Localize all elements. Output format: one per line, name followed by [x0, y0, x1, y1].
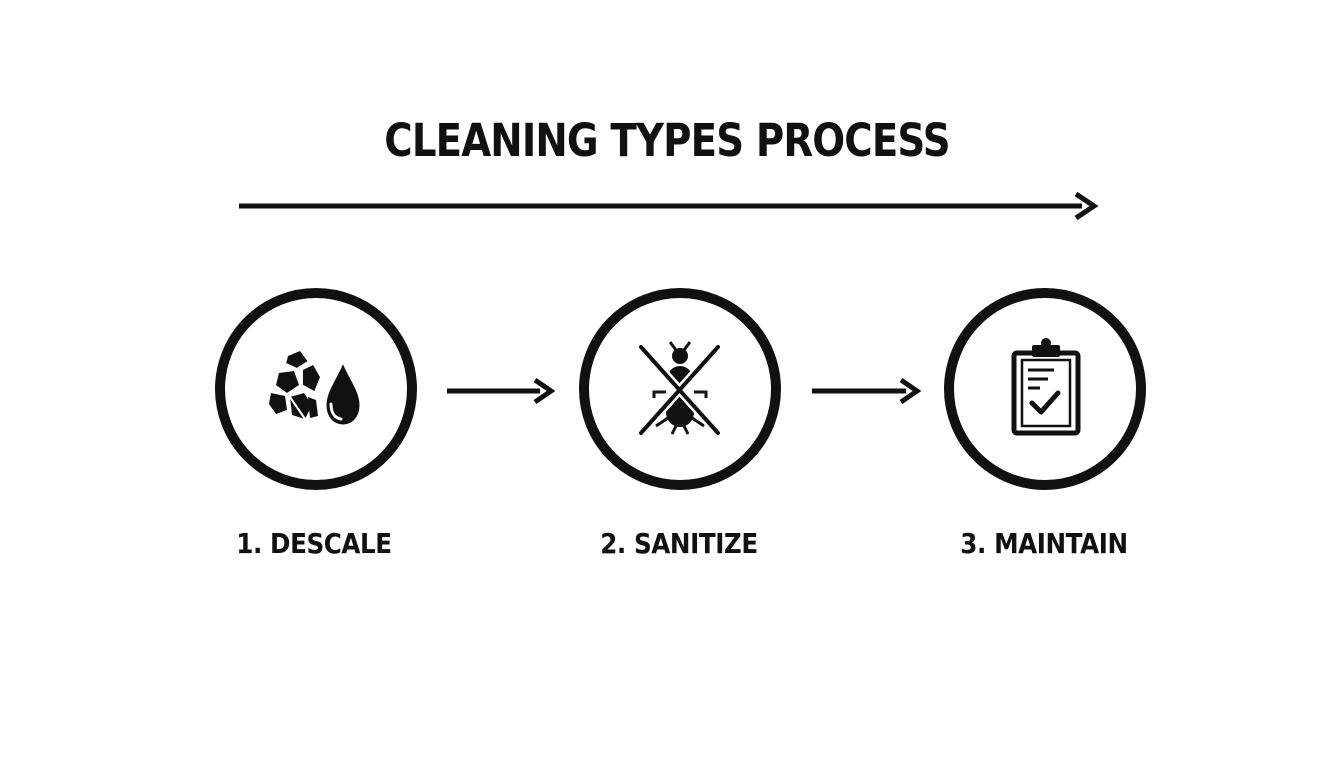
- connector-arrow-1-2: [447, 377, 556, 405]
- step-2-label: 2. SANITIZE: [600, 527, 758, 560]
- rocks-and-water-drop-icon: [269, 351, 363, 428]
- crossed-out-bug-icon: [636, 341, 723, 438]
- diagram-title: CLEANING TYPES PROCESS: [384, 114, 950, 167]
- step-1-circle: [215, 288, 417, 490]
- clipboard-checklist-icon: [1011, 338, 1081, 436]
- step-3-label: 3. MAINTAIN: [960, 527, 1128, 560]
- connector-arrow-2-3: [812, 377, 922, 405]
- overall-flow-arrow: [239, 191, 1099, 221]
- step-1-label: 1. DESCALE: [236, 527, 392, 560]
- step-2-circle: [579, 288, 781, 490]
- step-3-circle: [944, 288, 1146, 490]
